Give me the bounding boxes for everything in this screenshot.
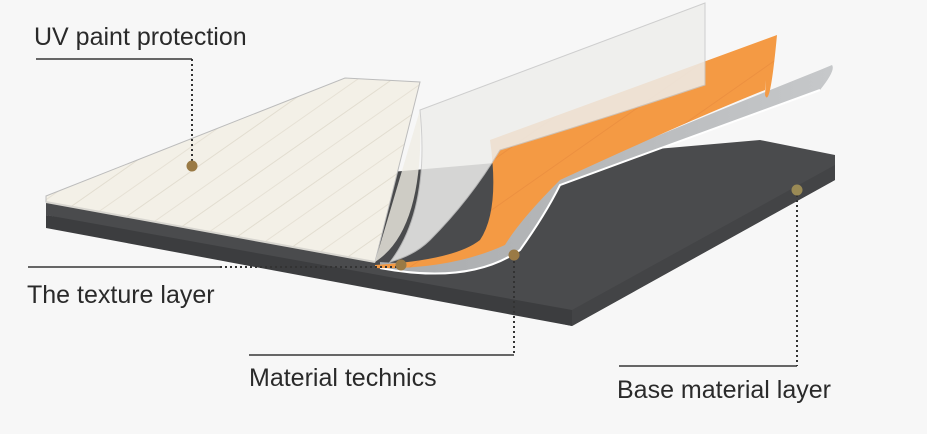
callout-technics: [249, 249, 520, 356]
technics-marker-dot: [508, 249, 520, 261]
label-base-material-layer: Base material layer: [617, 376, 831, 404]
callout-uv: [36, 58, 198, 172]
uv-marker-dot: [186, 160, 198, 172]
callout-texture: [28, 259, 407, 271]
callout-base: [619, 184, 803, 367]
label-texture-layer: The texture layer: [27, 281, 215, 309]
texture-marker-dot: [395, 259, 407, 271]
label-material-technics: Material technics: [249, 364, 437, 392]
base-marker-dot: [791, 184, 803, 196]
label-uv-paint-protection: UV paint protection: [34, 23, 247, 51]
uv-protection-layer: [45, 2, 706, 263]
